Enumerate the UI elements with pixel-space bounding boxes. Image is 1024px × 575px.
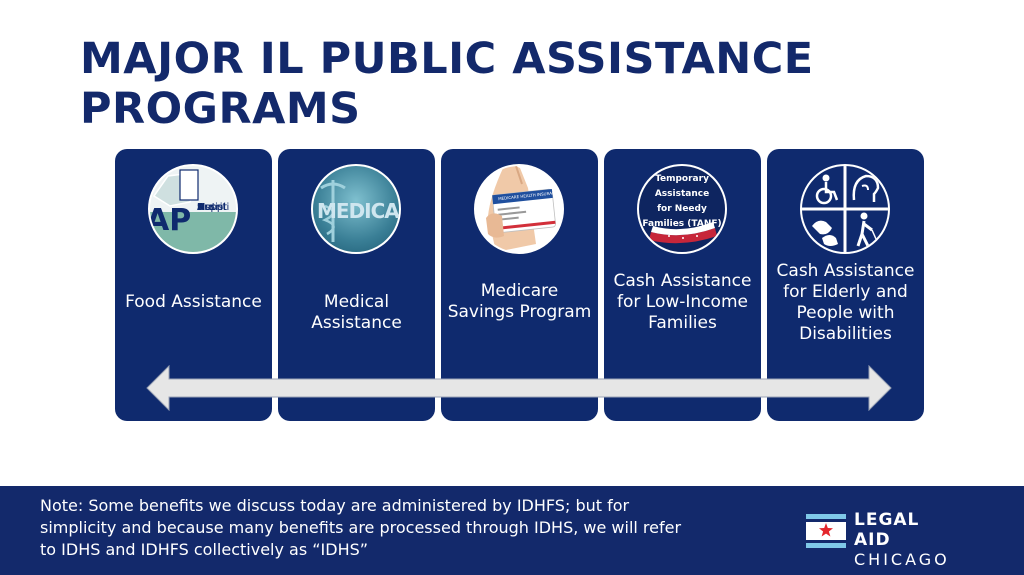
program-cards: AP Suppl Nutriti Assist Pro Food Assista…	[115, 149, 924, 421]
program-label: Food Assistance	[125, 292, 262, 312]
program-label: Cash Assistance for Low-Income Families	[613, 271, 752, 333]
footer-note: Note: Some benefits we discuss today are…	[40, 496, 682, 559]
medicaid-logo-icon: MEDICAID	[311, 164, 401, 254]
program-card-medical-assistance: MEDICAID Medical Assistance	[278, 149, 435, 421]
tanf-logo-text: Temporary Assistance for Needy Families …	[642, 174, 722, 229]
program-label: Medical Assistance	[311, 292, 402, 333]
snap-logo-letters: AP	[148, 203, 192, 238]
medicaid-word: MEDICAID	[317, 199, 399, 223]
logo-line-legal-aid: LEGAL AID	[854, 510, 920, 550]
program-label: Cash Assistance for Elderly and People w…	[776, 261, 915, 344]
medicare-card-icon: MEDICARE HEALTH INSURANCE	[474, 164, 564, 254]
page-title: MAJOR IL PUBLIC ASSISTANCE PROGRAMS	[80, 34, 814, 134]
double-arrow-icon	[146, 365, 892, 411]
chicago-flag-icon	[806, 514, 846, 548]
snap-logo-icon: AP Suppl Nutriti Assist Pro	[148, 164, 238, 254]
program-card-tanf: Temporary Assistance for Needy Families …	[604, 149, 761, 421]
disability-symbols-icon	[800, 164, 890, 254]
program-card-medicare-savings: MEDICARE HEALTH INSURANCE Medicare Savin…	[441, 149, 598, 421]
program-card-aabd: Cash Assistance for Elderly and People w…	[767, 149, 924, 421]
program-card-food-assistance: AP Suppl Nutriti Assist Pro Food Assista…	[115, 149, 272, 421]
logo-line-chicago: CHICAGO	[854, 550, 950, 569]
tanf-logo-icon: Temporary Assistance for Needy Families …	[637, 164, 727, 254]
footer-bar: Note: Some benefits we discuss today are…	[0, 486, 1024, 575]
program-label: Medicare Savings Program	[447, 281, 592, 322]
